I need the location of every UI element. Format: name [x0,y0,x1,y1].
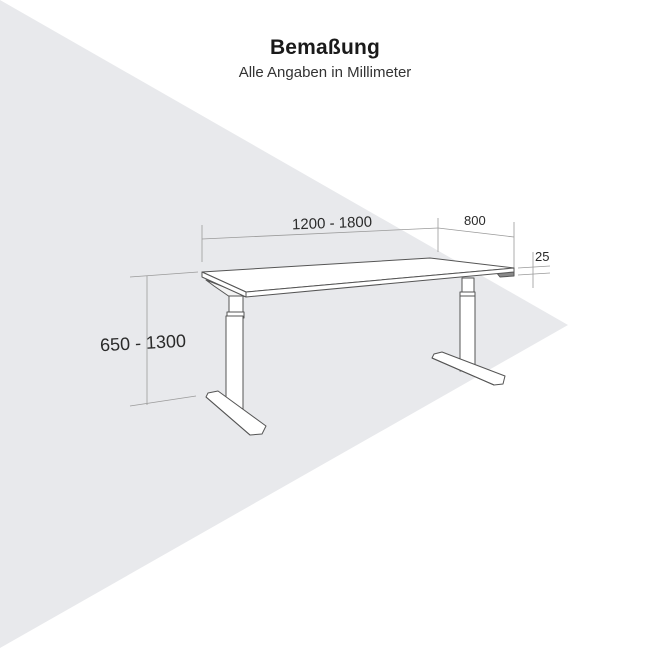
left-leg-lower [225,315,244,412]
depth-dimension-label: 800 [464,213,486,228]
desk-side [201,271,247,298]
page-title: Bemaßung [269,36,381,59]
dimension-lines [129,218,551,407]
page-subtitle: Alle Angaben in Millimeter [238,64,412,81]
width-dimension-label: 1200 - 1800 [291,213,373,234]
thickness-dimension-label: 25 [535,249,550,264]
desk [201,257,515,436]
height-dimension-label: 650 - 1300 [99,330,187,356]
